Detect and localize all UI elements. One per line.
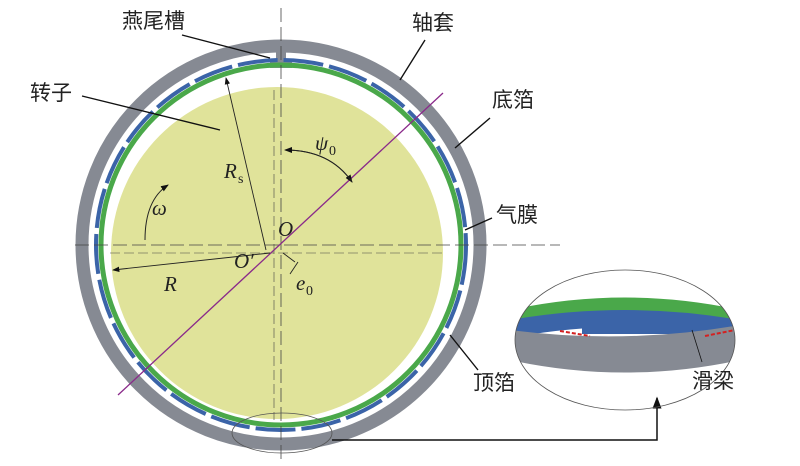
symbol-psi0: ψ: [315, 131, 329, 155]
symbol-Rs: R: [223, 159, 237, 183]
line-of-centers: [117, 92, 444, 396]
label-sliding-beam: 滑梁: [692, 369, 734, 393]
symbol-O-prime: O′: [234, 249, 254, 273]
symbol-Rs-sub: s: [238, 172, 243, 187]
symbol-e0: e: [296, 271, 305, 295]
label-rotor: 转子: [30, 81, 72, 105]
symbol-e0-sub: 0: [306, 284, 313, 299]
label-gas-film: 气膜: [496, 203, 538, 227]
symbol-omega: ω: [152, 196, 167, 220]
label-top-foil: 顶箔: [473, 371, 515, 395]
label-sleeve: 轴套: [412, 11, 454, 35]
symbol-psi0-sub: 0: [329, 144, 336, 159]
detail-magnified-view: [514, 269, 736, 411]
symbol-O: O: [278, 217, 293, 241]
label-dovetail-groove: 燕尾槽: [122, 9, 185, 33]
label-bump-foil: 底箔: [492, 88, 534, 112]
detail-source-ellipse: [231, 412, 333, 454]
symbol-R: R: [163, 272, 177, 296]
